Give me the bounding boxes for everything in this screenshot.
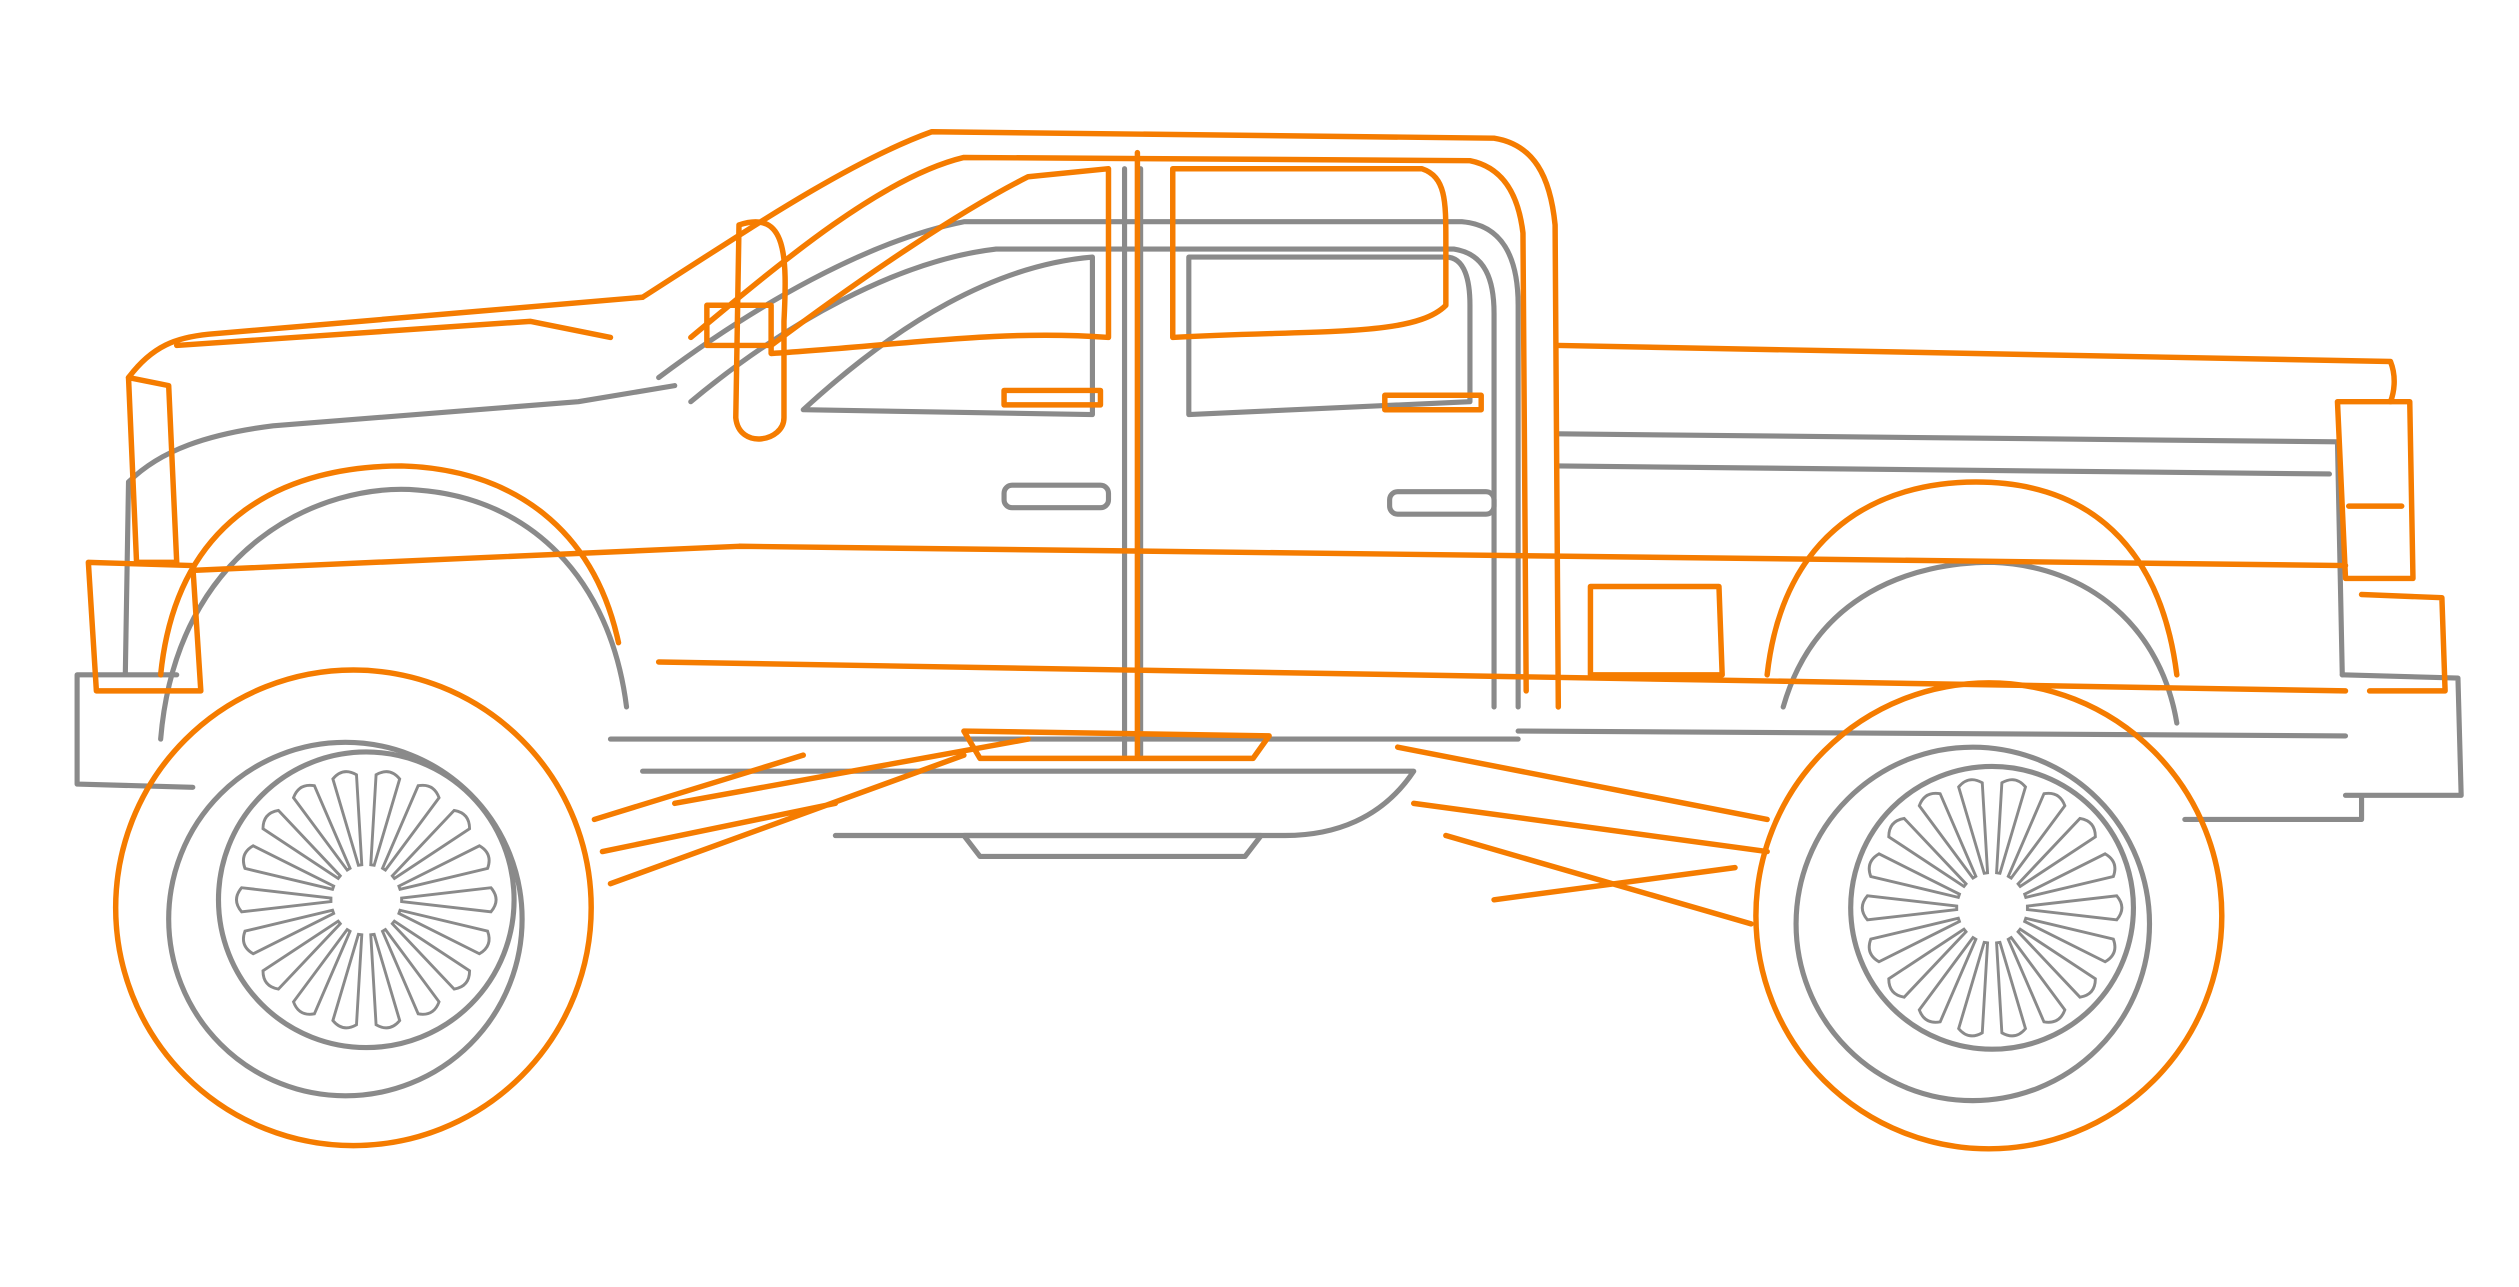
orange-rear-fender-arch [1764, 479, 2180, 678]
gray-rear-fender-arch [1780, 559, 2180, 726]
wheel-spoke [291, 783, 352, 872]
gray-rocker [607, 736, 1521, 839]
orange-door-handle-rear [1382, 392, 1484, 413]
gray-truck-outline [74, 166, 2464, 859]
wheel-spoke [2006, 791, 2067, 881]
gray-front-spokes [235, 770, 498, 1030]
gray-rear-tire [1793, 744, 2153, 1104]
wheel-spoke [1917, 791, 1978, 881]
wheel-spoke [400, 886, 498, 914]
orange-headlight [125, 374, 180, 566]
orange-truck-outline [85, 129, 2448, 927]
wheel-spoke [397, 908, 491, 956]
orange-rear-tire [1753, 680, 2225, 1152]
wheel-spoke [1995, 940, 2028, 1038]
gray-hood [125, 383, 678, 485]
wheel-spoke [1887, 816, 1968, 889]
gray-door-handle-front [1001, 482, 1112, 511]
gray-front-tire [166, 739, 525, 1099]
wheel-spoke [261, 919, 343, 991]
orange-door-handle-front [1001, 387, 1104, 408]
gray-front-wheel [166, 739, 525, 1099]
wheel-spoke [2006, 935, 2067, 1024]
wheel-spoke [390, 919, 472, 991]
wheel-spoke [369, 770, 402, 867]
orange-hood [125, 294, 646, 381]
wheel-spoke [331, 770, 364, 867]
wheel-spoke [261, 808, 343, 881]
orange-beltline [190, 543, 2349, 694]
wheel-spoke [2025, 894, 2124, 922]
wheel-spoke [242, 844, 336, 892]
wheel-spoke [2022, 916, 2117, 964]
wheel-spoke [1957, 940, 1990, 1038]
wheel-spoke [380, 927, 441, 1016]
gray-rear-bumper [2182, 672, 2464, 823]
wheel-spoke [242, 908, 336, 956]
orange-cab-roof-inner [688, 154, 1529, 694]
wheel-spoke [1867, 916, 1962, 964]
orange-cab-roof [639, 129, 1562, 710]
wheel-spoke [397, 844, 491, 892]
wheel-spoke [2016, 927, 2097, 999]
wheel-spoke [2016, 816, 2097, 889]
orange-suspension-rear [1394, 744, 1770, 927]
orange-front-fender-arch [157, 463, 622, 678]
gray-windows [800, 254, 1473, 418]
wheel-spoke [380, 783, 441, 872]
wheel-spoke [1995, 778, 2028, 875]
gray-front-rim [215, 749, 517, 1051]
orange-front-bumper [85, 559, 204, 694]
wheel-spoke [1860, 894, 1959, 922]
orange-suspension-front [591, 736, 1031, 887]
wheel-spoke [1917, 935, 1978, 1024]
orange-bed [1555, 342, 2397, 405]
gray-rear-wheel [1793, 744, 2153, 1104]
orange-tailgate [2334, 398, 2448, 694]
gray-door-divider [1121, 166, 1144, 758]
orange-windows [768, 165, 1449, 357]
orange-front-tire [112, 667, 594, 1149]
wheel-spoke [1867, 852, 1962, 900]
gray-rear-rim [1848, 763, 2137, 1052]
wheel-spoke [369, 932, 402, 1030]
wheel-spoke [291, 927, 352, 1016]
orange-mirror [704, 219, 788, 442]
wheel-spoke [235, 886, 333, 914]
orange-fuel-door [1587, 583, 1725, 678]
gray-rear-spokes [1860, 778, 2124, 1038]
gray-door-handle-rear [1387, 489, 1497, 517]
wheel-spoke [331, 932, 364, 1030]
gray-front-fender-arch [158, 486, 630, 742]
wheel-spoke [2022, 852, 2117, 900]
wheel-spoke [1887, 927, 1968, 999]
wheel-spoke [1957, 778, 1990, 875]
wheel-spoke [390, 808, 472, 881]
gray-step-bar [961, 832, 1264, 859]
